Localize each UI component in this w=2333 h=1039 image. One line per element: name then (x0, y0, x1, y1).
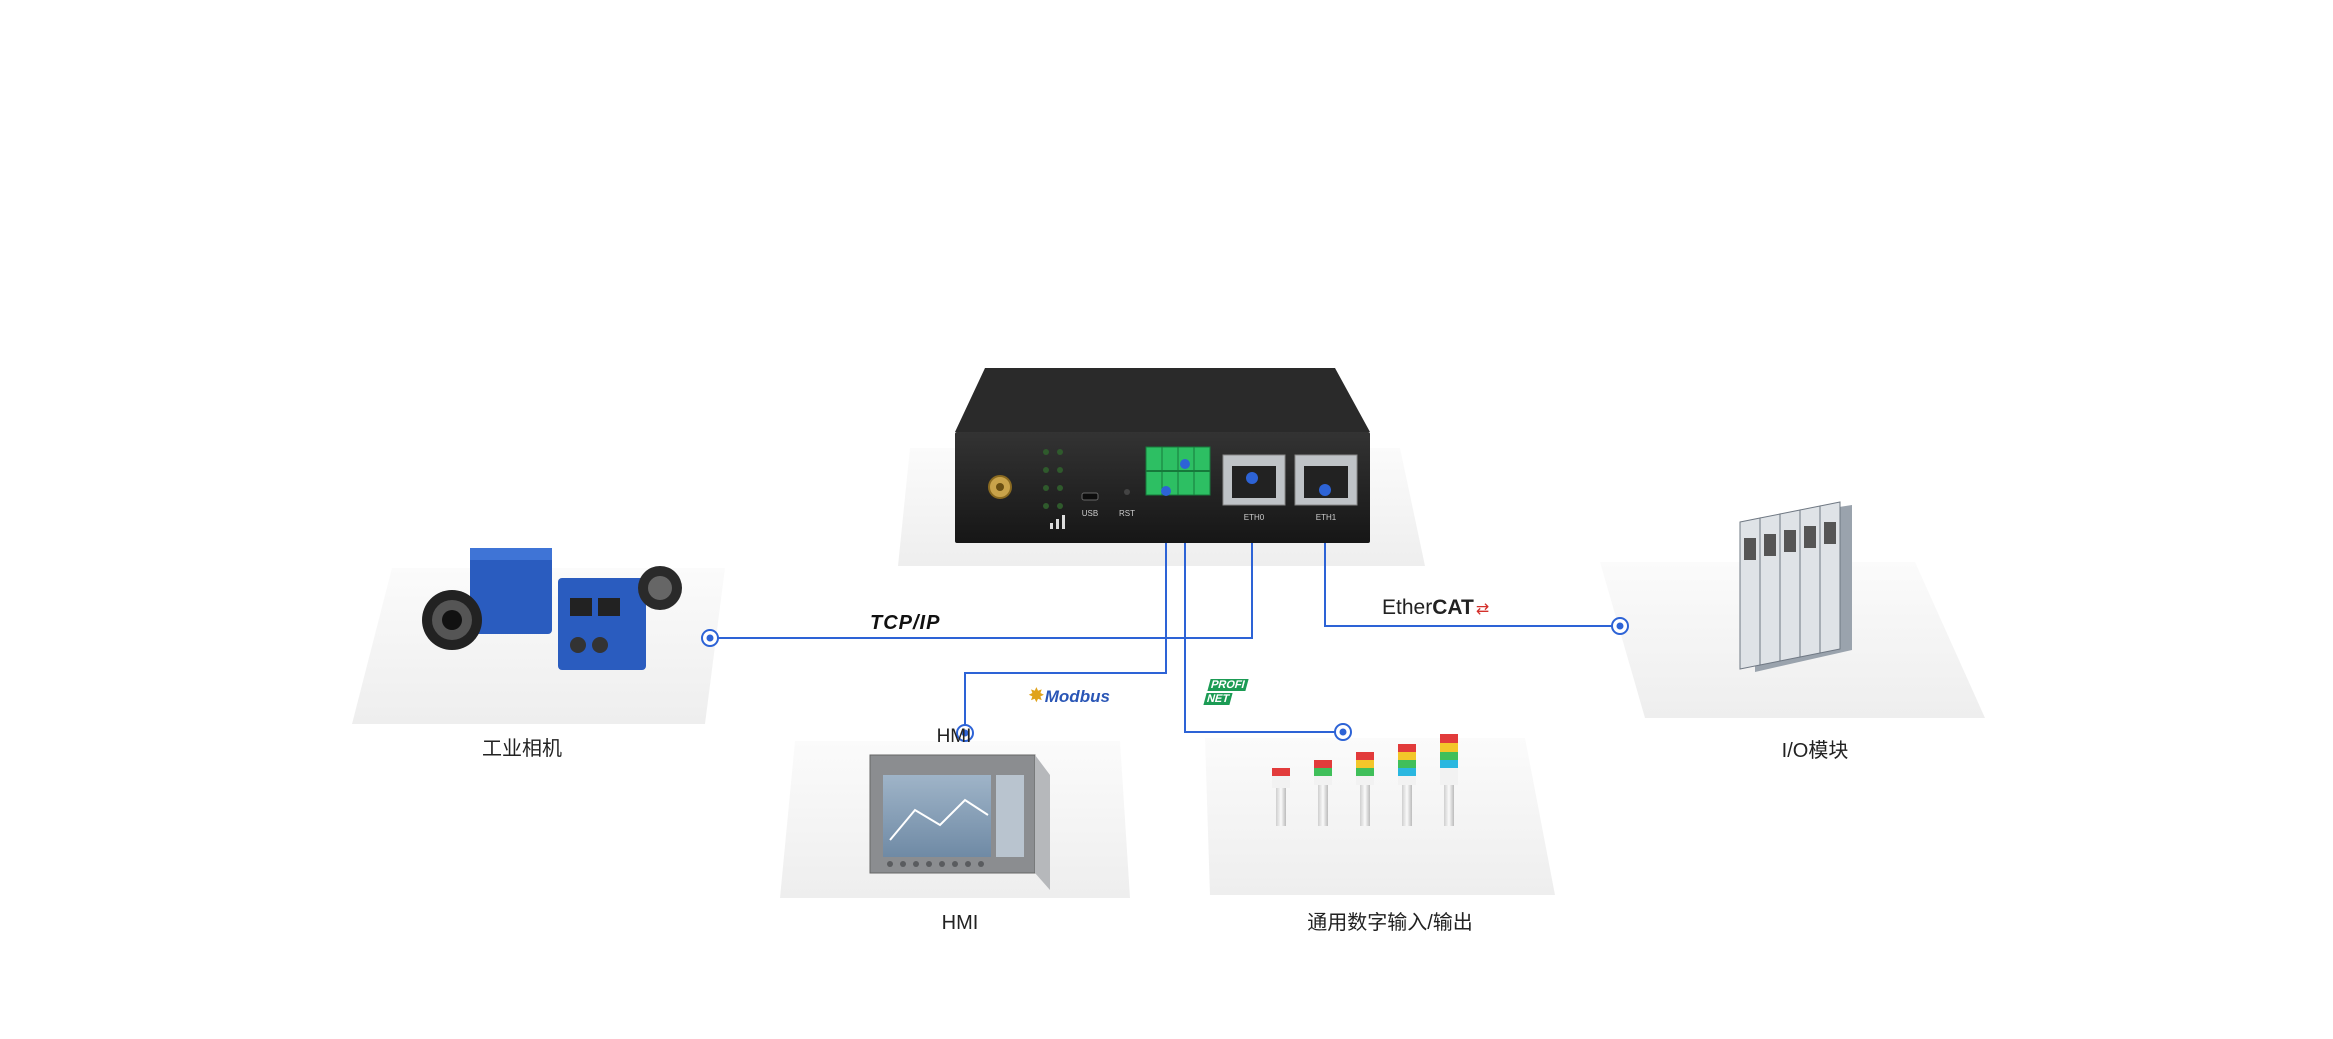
endpoint-camera (701, 629, 719, 647)
hmi-label: HMI (941, 912, 979, 934)
io-module-label: I/O模块 (1781, 740, 1849, 762)
gateway-top (955, 368, 1370, 432)
camera-label: 工业相机 (482, 738, 562, 760)
endpoint-digital-io (1334, 723, 1352, 741)
eth1-port (1294, 454, 1358, 506)
modbus-line (964, 491, 1167, 733)
gateway-device: USB RST ETH0 ETH1 (955, 368, 1370, 543)
protocol-ethercat-label: EtherCAT⇄ (1382, 596, 1489, 620)
eth0-port (1222, 454, 1286, 506)
modbus-text: Modbus (1044, 687, 1110, 706)
usb-port (1081, 492, 1099, 501)
ethercat-arrows-icon: ⇄ (1475, 601, 1490, 618)
endpoint-hmi (956, 724, 974, 742)
protocol-modbus-label: ✸Modbus (1028, 683, 1110, 708)
hmi-panel-image (869, 754, 1050, 890)
signal-light-2 (1314, 760, 1332, 826)
signal-bars-icon (1050, 515, 1065, 529)
io-module-image (1739, 501, 1852, 672)
signal-lights-image (1272, 734, 1458, 826)
digital-io-label: 通用数字输入/输出 (1307, 912, 1473, 934)
signal-light-4 (1398, 744, 1416, 826)
rst-label: RST (1119, 509, 1135, 518)
profinet-line1: PROFI (1207, 679, 1249, 691)
eth0-label: ETH0 (1244, 513, 1265, 522)
protocol-profinet-label: PROFI NET (1203, 678, 1249, 706)
eth1-label: ETH1 (1316, 513, 1337, 522)
serial-terminal-block (1145, 446, 1211, 496)
connection-endpoints (701, 617, 1629, 742)
profinet-line (1184, 464, 1343, 733)
signal-light-3 (1356, 752, 1374, 826)
industrial-camera-image (422, 548, 682, 670)
modbus-logo-icon: ✸ (1028, 685, 1045, 707)
protocol-tcp-ip-label: TCP/IP (870, 612, 941, 634)
endpoint-io-module (1611, 617, 1629, 635)
ethercat-bold-text: CAT (1432, 596, 1474, 619)
signal-light-5 (1440, 734, 1458, 826)
ethercat-text: Ether (1382, 596, 1433, 619)
antenna-connector-icon (988, 475, 1012, 499)
reset-button (1124, 489, 1130, 495)
signal-light-1 (1272, 768, 1290, 826)
digital-io-platform (1205, 738, 1555, 895)
usb-label: USB (1082, 509, 1098, 518)
status-leds (1043, 449, 1063, 509)
profinet-line2: NET (1203, 693, 1233, 705)
hmi-connection-label: HMI (936, 726, 972, 747)
